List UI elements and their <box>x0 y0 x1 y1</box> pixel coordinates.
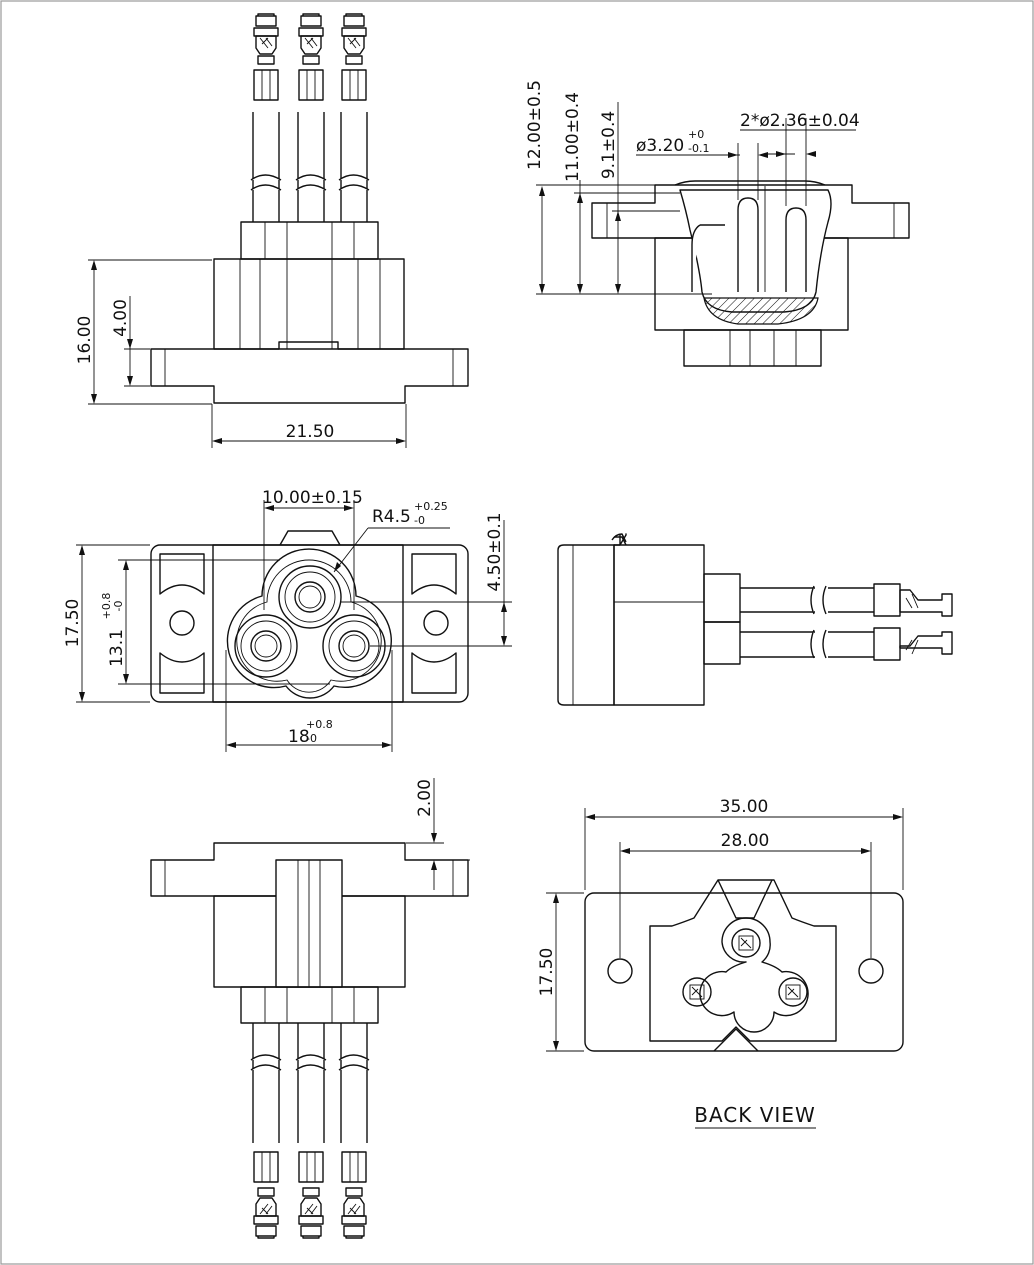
dim-width-base: 18 <box>288 727 310 747</box>
dim-inner-base: 13.1 <box>107 629 127 667</box>
dim-offset-4-50: 4.50±0.1 <box>485 512 505 591</box>
dim-height-17-50: 17.50 <box>63 599 83 648</box>
dim-radius-base: R4.5 <box>372 507 411 527</box>
dim-radius-sub: -0 <box>414 514 425 527</box>
dim-inner-sup: +0.8 <box>100 593 113 620</box>
dim-inner-sub: -0 <box>112 601 125 612</box>
dim-step-2: 2.00 <box>415 779 435 817</box>
dim-width-sup: +0.8 <box>306 718 333 731</box>
side-view-bottom: 2.00 <box>150 778 470 1239</box>
dim-bore-base: ø3.20 <box>636 136 684 156</box>
section-view: 12.00±0.5 11.00±0.4 9.1±0.4 ø3.20 +0 -0.… <box>525 80 910 367</box>
dim-width-35: 35.00 <box>720 797 769 817</box>
dim-width-sub: -0 <box>306 732 317 745</box>
dim-11-00: 11.00±0.4 <box>563 92 583 182</box>
dim-bore-sup: +0 <box>688 128 704 141</box>
dim-pin-hole: 2*ø2.36±0.04 <box>740 111 860 131</box>
front-view: 10.00±0.15 R4.5 +0.25 -0 17.50 13.1 +0.8… <box>63 488 512 752</box>
back-view-title: BACK VIEW <box>694 1103 815 1127</box>
dim-height-16: 16.00 <box>75 316 95 365</box>
side-view-top: 16.00 4.00 21.50 <box>75 13 469 448</box>
dim-width-21-50: 21.50 <box>286 422 335 442</box>
dim-height-17-50-back: 17.50 <box>537 948 557 997</box>
dim-radius-sup: +0.25 <box>414 500 448 513</box>
back-view: 35.00 28.00 17.50 BACK VIEW <box>537 797 904 1129</box>
dim-holes-28: 28.00 <box>721 831 770 851</box>
dim-bore-sub: -0.1 <box>688 142 709 155</box>
dim-9-1: 9.1±0.4 <box>599 111 619 179</box>
dim-12-00: 12.00±0.5 <box>525 80 545 170</box>
side-view-right <box>557 533 953 706</box>
dim-flange-4: 4.00 <box>111 299 131 337</box>
dim-spacing-10: 10.00±0.15 <box>262 488 363 508</box>
